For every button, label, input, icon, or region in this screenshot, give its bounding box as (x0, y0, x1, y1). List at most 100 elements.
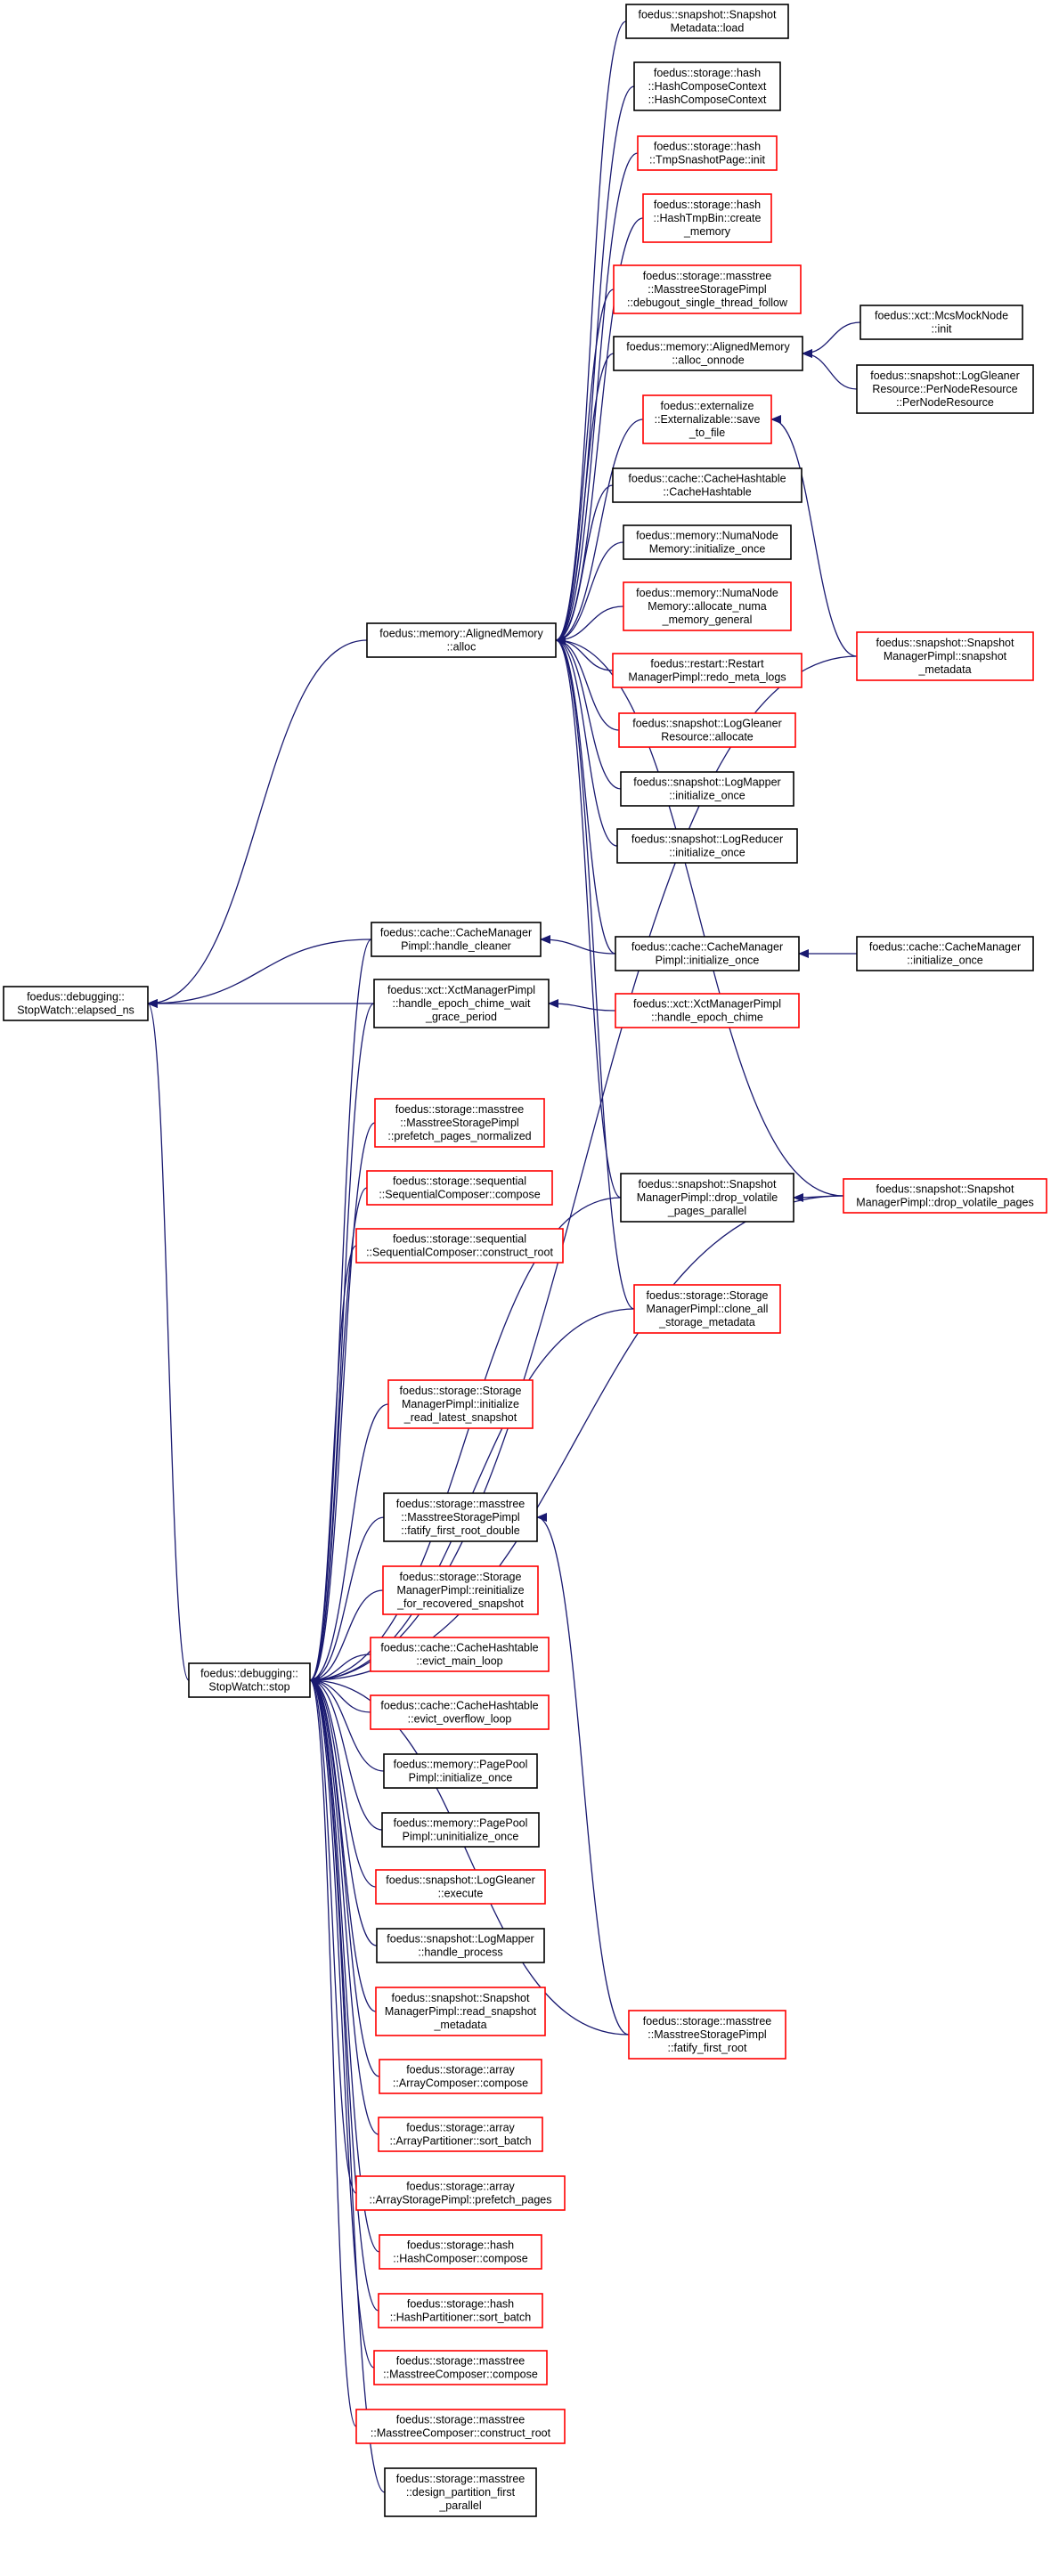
graph-node-reinitialize-for-recovered-snapshot[interactable]: foedus::storage::StorageManagerPimpl::re… (382, 1565, 539, 1615)
graph-node-log-gleaner-resource-allocate[interactable]: foedus::snapshot::LogGleanerResource::al… (618, 712, 796, 748)
call-edge-log_mapper_initialize_once-to-alloc (555, 636, 622, 790)
graph-node-alloc[interactable]: foedus::memory::AlignedMemory::alloc (366, 622, 557, 658)
graph-node-drop-volatile-pages-parallel[interactable]: foedus::snapshot::SnapshotManagerPimpl::… (620, 1173, 794, 1223)
graph-node-stop[interactable]: foedus::debugging::StopWatch::stop (188, 1662, 311, 1698)
graph-node-numa-node-initialize-once[interactable]: foedus::memory::NumaNodeMemory::initiali… (623, 524, 792, 560)
node-box (355, 1228, 564, 1264)
graph-node-alloc-onnode[interactable]: foedus::memory::AlignedMemory::alloc_onn… (613, 336, 803, 371)
graph-node-log-mapper-initialize-once[interactable]: foedus::snapshot::LogMapper::initialize_… (620, 771, 794, 807)
graph-node-log-mapper-handle-process[interactable]: foedus::snapshot::LogMapper::handle_proc… (376, 1928, 545, 1963)
node-label-line: ::initialize_once (669, 790, 745, 802)
graph-node-snapshot-metadata[interactable]: foedus::snapshot::SnapshotManagerPimpl::… (856, 631, 1034, 681)
node-box (613, 264, 802, 314)
call-edge-masstree_construct_root-to-stop (309, 1676, 357, 2427)
node-label-line: foedus::storage::masstree (396, 2414, 526, 2426)
graph-node-design-partition-first-parallel[interactable]: foedus::storage::masstree::design_partit… (384, 2467, 537, 2517)
node-label-line: foedus::snapshot::Snapshot (639, 9, 778, 21)
graph-node-hash-tmp-bin-create[interactable]: foedus::storage::hash::HashTmpBin::creat… (642, 193, 772, 243)
node-label-line: foedus::snapshot::LogMapper (633, 776, 780, 789)
graph-node-evict-main-loop[interactable]: foedus::cache::CacheHashtable::evict_mai… (370, 1637, 550, 1672)
node-label-line: foedus::storage::masstree (395, 1103, 525, 1116)
graph-node-redo-meta-logs[interactable]: foedus::restart::RestartManagerPimpl::re… (612, 653, 803, 688)
node-label-line: ManagerPimpl::reinitialize (396, 1584, 524, 1597)
graph-node-prefetch-pages-normalized[interactable]: foedus::storage::masstree::MasstreeStora… (374, 1098, 545, 1148)
graph-node-read-snapshot-metadata[interactable]: foedus::snapshot::SnapshotManagerPimpl::… (375, 1987, 546, 2036)
node-box (379, 2234, 542, 2270)
graph-node-handle-epoch-chime[interactable]: foedus::xct::XctManagerPimpl::handle_epo… (615, 993, 800, 1028)
node-label-line: foedus::xct::XctManagerPimpl (387, 984, 535, 996)
call-edge-prefetch_pages_normalized-to-stop (309, 1122, 376, 1685)
graph-node-page-pool-uninitialize-once[interactable]: foedus::memory::PagePoolPimpl::uninitial… (381, 1812, 540, 1848)
node-label-line: _to_file (688, 427, 725, 439)
node-box (620, 771, 794, 807)
node-label-line: _storage_metadata (658, 1316, 755, 1329)
graph-node-hash-composer-compose[interactable]: foedus::storage::hash::HashComposer::com… (379, 2234, 542, 2270)
node-box (3, 986, 149, 1021)
graph-node-per-node-resource[interactable]: foedus::snapshot::LogGleanerResource::Pe… (856, 364, 1034, 414)
node-label-line: ::HashPartitioner::sort_batch (390, 2312, 531, 2324)
node-label-line: Pimpl::uninitialize_once (403, 1831, 519, 1843)
call-edge-array_partitioner_sort_batch-to-stop (309, 1676, 379, 2135)
node-box (620, 1173, 794, 1223)
node-label-line: ManagerPimpl::snapshot (884, 650, 1007, 662)
node-box (382, 1565, 539, 1615)
node-box (642, 193, 772, 243)
node-box (616, 828, 798, 864)
node-label-line: foedus::storage::array (406, 2064, 515, 2076)
node-box (615, 936, 800, 971)
graph-node-sequential-compose[interactable]: foedus::storage::sequential::SequentialC… (366, 1170, 553, 1206)
graph-node-array-prefetch-pages[interactable]: foedus::storage::array::ArrayStoragePimp… (355, 2175, 566, 2211)
graph-node-log-gleaner-execute[interactable]: foedus::snapshot::LogGleaner::execute (375, 1869, 546, 1905)
graph-node-hash-partitioner-sort-batch[interactable]: foedus::storage::hash::HashPartitioner::… (378, 2293, 543, 2328)
graph-node-log-reducer-initialize-once[interactable]: foedus::snapshot::LogReducer::initialize… (616, 828, 798, 864)
node-label-line: Pimpl::initialize_once (656, 955, 760, 967)
graph-node-mcs-mock-node-init[interactable]: foedus::xct::McsMockNode::init (860, 305, 1023, 340)
graph-node-externalizable-save[interactable]: foedus::externalize::Externalizable::sav… (642, 394, 772, 444)
node-label-line: foedus::storage::Storage (400, 1571, 522, 1583)
graph-node-initialize-read-latest-snapshot[interactable]: foedus::storage::StorageManagerPimpl::in… (387, 1379, 534, 1429)
graph-node-page-pool-initialize-once[interactable]: foedus::memory::PagePoolPimpl::initializ… (383, 1753, 538, 1789)
node-label-line: foedus::debugging:: (200, 1668, 298, 1680)
graph-node-numa-allocate-general[interactable]: foedus::memory::NumaNodeMemory::allocate… (623, 581, 792, 631)
graph-node-handle-epoch-chime-wait[interactable]: foedus::xct::XctManagerPimpl::handle_epo… (373, 979, 550, 1028)
node-label-line: ManagerPimpl::drop_volatile_pages (856, 1197, 1033, 1209)
node-box (856, 364, 1034, 414)
call-edge-drop_volatile_pages-to-alloc (555, 636, 844, 1197)
node-label-line: foedus::restart::Restart (650, 658, 764, 670)
graph-node-cache-manager-initialize-once[interactable]: foedus::cache::CacheManager::initialize_… (856, 936, 1034, 971)
graph-node-sequential-construct-root[interactable]: foedus::storage::sequential::SequentialC… (355, 1228, 564, 1264)
node-label-line: foedus::cache::CacheHashtable (380, 1642, 538, 1654)
graph-node-fatify-first-root[interactable]: foedus::storage::masstree::MasstreeStora… (628, 2010, 786, 2060)
node-box (366, 622, 557, 658)
graph-node-array-composer-compose[interactable]: foedus::storage::array::ArrayComposer::c… (379, 2059, 542, 2094)
node-label-line: ::evict_overflow_loop (408, 1713, 512, 1726)
node-label-line: foedus::xct::XctManagerPimpl (633, 998, 781, 1011)
node-label-line: ::MasstreeComposer::compose (383, 2369, 538, 2381)
node-label-line: foedus::storage::hash (407, 2298, 514, 2311)
graph-node-array-partitioner-sort-batch[interactable]: foedus::storage::array::ArrayPartitioner… (378, 2117, 543, 2152)
node-box (383, 1753, 538, 1789)
graph-node-masstree-composer-compose[interactable]: foedus::storage::masstree::MasstreeCompo… (373, 2350, 548, 2385)
call-edge-fatify_first_root-to-fatify_first_root_double (536, 1513, 630, 2036)
node-box (375, 1869, 546, 1905)
node-label-line: foedus::memory::NumaNode (636, 587, 778, 599)
graph-node-tmp-snapshot-page-init[interactable]: foedus::storage::hash::TmpSnashotPage::i… (637, 135, 778, 171)
graph-node-drop-volatile-pages[interactable]: foedus::snapshot::SnapshotManagerPimpl::… (843, 1178, 1047, 1214)
node-label-line: ::alloc_onnode (672, 354, 744, 367)
call-edge-hash_composer_compose-to-stop (309, 1676, 380, 2253)
graph-node-masstree-construct-root[interactable]: foedus::storage::masstree::MasstreeCompo… (355, 2409, 566, 2444)
graph-node-evict-overflow-loop[interactable]: foedus::cache::CacheHashtable::evict_ove… (370, 1694, 550, 1730)
graph-node-cache-hashtable-ctor[interactable]: foedus::cache::CacheHashtable::CacheHash… (612, 467, 803, 503)
graph-node-clone-all-storage-metadata[interactable]: foedus::storage::StorageManagerPimpl::cl… (633, 1284, 781, 1334)
graph-node-debugout-single-thread-follow[interactable]: foedus::storage::masstree::MasstreeStora… (613, 264, 802, 314)
call-edge-reinitialize_for_recovered_snapshot-to-stop (309, 1589, 384, 1685)
graph-node-hash-compose-context[interactable]: foedus::storage::hash::HashComposeContex… (633, 61, 781, 111)
graph-node-cache-manager-pimpl-initialize-once[interactable]: foedus::cache::CacheManagerPimpl::initia… (615, 936, 800, 971)
node-label-line: foedus::cache::CacheHashtable (380, 1700, 538, 1712)
graph-node-fatify-first-root-double[interactable]: foedus::storage::masstree::MasstreeStora… (383, 1492, 538, 1542)
graph-node-handle-cleaner[interactable]: foedus::cache::CacheManagerPimpl::handle… (371, 922, 542, 957)
node-label-line: StopWatch::stop (208, 1681, 289, 1694)
node-label-line: ::PerNodeResource (896, 396, 994, 409)
node-label-line: ::ArrayComposer::compose (393, 2077, 528, 2090)
